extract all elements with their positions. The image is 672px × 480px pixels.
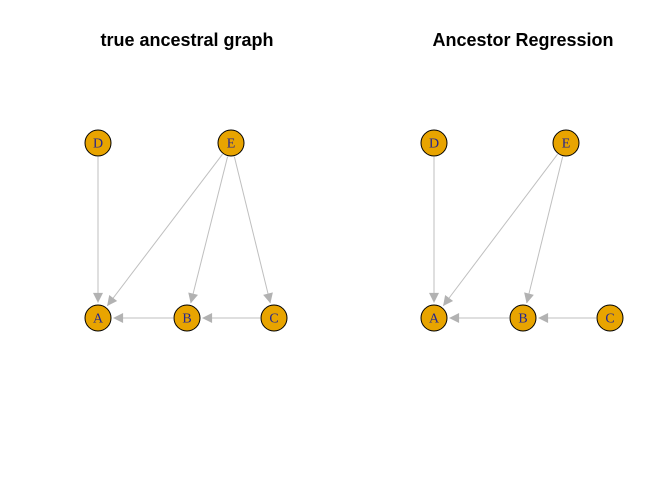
node-E — [552, 129, 580, 157]
node-label-A: A — [93, 312, 104, 327]
edge-E-to-A — [106, 153, 223, 306]
node-A — [420, 304, 448, 332]
edge-E-to-A — [442, 153, 558, 306]
node-label-B: B — [518, 312, 527, 327]
node-label-D: D — [429, 137, 439, 152]
node-C — [596, 304, 624, 332]
node-label-C: C — [269, 312, 278, 327]
node-B — [509, 304, 537, 332]
node-label-E: E — [227, 137, 236, 152]
right-panel-title: Ancestor Regression — [432, 30, 614, 50]
graph-panel-0: D E A B C — [84, 129, 288, 332]
left-panel-title: true ancestral graph — [100, 30, 274, 50]
node-D — [420, 129, 448, 157]
graph-panel-1: D E A B C — [420, 129, 624, 332]
edge-E-to-C — [233, 156, 273, 304]
node-label-A: A — [429, 312, 440, 327]
node-label-C: C — [605, 312, 614, 327]
node-D — [84, 129, 112, 157]
node-label-D: D — [93, 137, 103, 152]
node-label-E: E — [562, 137, 571, 152]
node-B — [173, 304, 201, 332]
node-C — [260, 304, 288, 332]
node-A — [84, 304, 112, 332]
edge-E-to-B — [188, 156, 229, 304]
node-label-B: B — [182, 312, 191, 327]
node-E — [217, 129, 245, 157]
edge-E-to-B — [524, 156, 564, 304]
